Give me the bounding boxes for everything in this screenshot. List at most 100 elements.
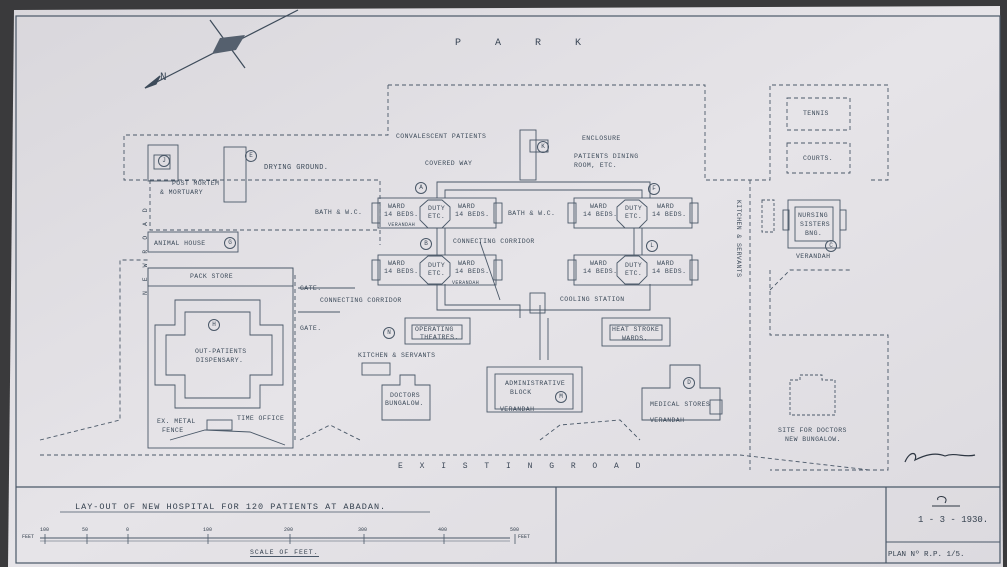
marker-circle: D — [683, 377, 695, 389]
label-connecting-corridor-1: CONNECTING CORRIDOR — [453, 238, 535, 245]
label-bungalow: BUNGALOW. — [385, 400, 424, 407]
marker-circle: L — [646, 240, 658, 252]
marker-circle: E — [245, 150, 257, 162]
ward-label: WARD — [388, 203, 406, 210]
label-covered-way: COVERED WAY — [425, 160, 473, 167]
scale-tick: 300 — [358, 527, 368, 533]
label-kitchen-servants: KITCHEN & SERVANTS — [358, 352, 436, 359]
marker-circle: H — [208, 319, 220, 331]
ward-beds: 14 BEDS. — [652, 211, 687, 218]
drawing-title: LAY-OUT OF NEW HOSPITAL FOR 120 PATIENTS… — [75, 502, 387, 512]
duty-label: DUTY — [428, 205, 446, 212]
label-verandah-nurse: VERANDAH — [796, 253, 831, 260]
label-sisters: SISTERS — [800, 221, 831, 228]
label-wards: WARDS. — [622, 335, 648, 342]
label-medical-stores: MEDICAL STORES — [650, 401, 711, 408]
drawing-date: 1 - 3 - 1930. — [918, 515, 989, 525]
label-cooling-station: COOLING STATION — [560, 296, 625, 303]
existing-road-label: E X I S T I N G R O A D — [398, 462, 647, 471]
ward-label: WARD — [657, 260, 675, 267]
label-operating: OPERATING — [415, 326, 454, 333]
scale-tick: 200 — [284, 527, 294, 533]
marker-circle: B — [420, 238, 432, 250]
label-gate-1: GATE. — [300, 285, 322, 292]
duty-label: DUTY — [625, 205, 643, 212]
scale-label: SCALE OF FEET. — [250, 549, 319, 557]
label-tennis: TENNIS — [803, 110, 829, 117]
label-time-office: TIME OFFICE — [237, 415, 285, 422]
scale-tick: 500 — [510, 527, 520, 533]
label-ex-metal: EX. METAL — [157, 418, 196, 425]
signature — [904, 452, 976, 463]
label-doctors: DOCTORS — [390, 392, 421, 399]
label-nursing: NURSING — [798, 212, 829, 219]
label-patients-dining: PATIENTS DINING — [574, 153, 639, 160]
duty-etc: ETC. — [625, 213, 643, 220]
ward-beds: 14 BEDS. — [652, 268, 687, 275]
label-fence: FENCE — [162, 427, 184, 434]
ward-label: WARD — [590, 203, 608, 210]
marker-circle: J — [158, 155, 170, 167]
marker-circle: M — [555, 391, 567, 403]
ward-beds: 14 BEDS. — [583, 211, 618, 218]
outer-border — [15, 15, 1001, 564]
label-theatres: THEATRES. — [420, 334, 459, 341]
label-block: BLOCK — [510, 389, 532, 396]
new-road-label: N E W R O A D — [142, 205, 149, 295]
label-dispensary: DISPENSARY. — [196, 357, 244, 364]
ward-label: WARD — [458, 260, 476, 267]
label-bath-wc-left: BATH & W.C. — [315, 209, 363, 216]
scale-tick: 100 — [40, 527, 50, 533]
label-post-mortem: POST MORTEM — [172, 180, 220, 187]
scale-tick: 400 — [438, 527, 448, 533]
label-connecting-corridor-2: CONNECTING CORRIDOR — [320, 297, 402, 304]
ward-beds: 14 BEDS. — [384, 268, 419, 275]
ward-beds: 14 BEDS. — [455, 268, 490, 275]
ward-label: WARD — [388, 260, 406, 267]
label-courts: COURTS. — [803, 155, 834, 162]
duty-etc: ETC. — [625, 270, 643, 277]
duty-label: DUTY — [625, 262, 643, 269]
ward-label: WARD — [590, 260, 608, 267]
duty-label: DUTY — [428, 262, 446, 269]
label-new-bungalow: NEW BUNGALOW. — [785, 436, 841, 443]
marker-circle: K — [537, 141, 549, 153]
ward-beds: 14 BEDS. — [384, 211, 419, 218]
label-administrative: ADMINISTRATIVE — [505, 380, 566, 387]
verandah-label: VERANDAH — [452, 280, 480, 286]
label-room-etc: ROOM, ETC. — [574, 162, 618, 169]
label-out-patients: OUT-PATIENTS — [195, 348, 247, 355]
ward-beds: 14 BEDS. — [583, 268, 618, 275]
label-animal-house: ANIMAL HOUSE — [154, 240, 206, 247]
paper — [8, 6, 1003, 567]
plan-number: PLAN Nº R.P. 1/5. — [888, 551, 965, 559]
scale-feet-left: FEET — [22, 534, 35, 540]
scale-tick: 50 — [82, 527, 89, 533]
label-gate-2: GATE. — [300, 325, 322, 332]
svg-text:N: N — [160, 72, 167, 84]
label-verandah-admin: VERANDAH — [500, 406, 535, 413]
ward-beds: 14 BEDS. — [455, 211, 490, 218]
label-site-for-doctors: SITE FOR DOCTORS — [778, 427, 847, 434]
label-heat-stroke: HEAT STROKE — [612, 326, 660, 333]
marker-circle: G — [224, 237, 236, 249]
ward-label: WARD — [657, 203, 675, 210]
marker-circle: C — [825, 240, 837, 252]
scale-tick: 100 — [203, 527, 213, 533]
label-kitchen-servants-v: KITCHEN & SERVANTS — [735, 200, 742, 278]
scale-feet-right: FEET — [518, 534, 531, 540]
verandah-label: VERANDAH — [388, 222, 416, 228]
label-convalescent: CONVALESCENT PATIENTS — [396, 133, 487, 140]
duty-etc: ETC. — [428, 213, 446, 220]
label-bath-wc-right: BATH & W.C. — [508, 210, 556, 217]
scale-tick: 0 — [126, 527, 130, 533]
label-drying-ground: DRYING GROUND. — [264, 164, 329, 172]
label-nurse-bungalow: BNG. — [805, 230, 823, 237]
park-label: P A R K — [455, 38, 596, 49]
marker-circle: F — [648, 183, 660, 195]
ward-label: WARD — [458, 203, 476, 210]
marker-circle: N — [383, 327, 395, 339]
marker-circle: A — [415, 182, 427, 194]
north-arrow — [144, 9, 299, 89]
